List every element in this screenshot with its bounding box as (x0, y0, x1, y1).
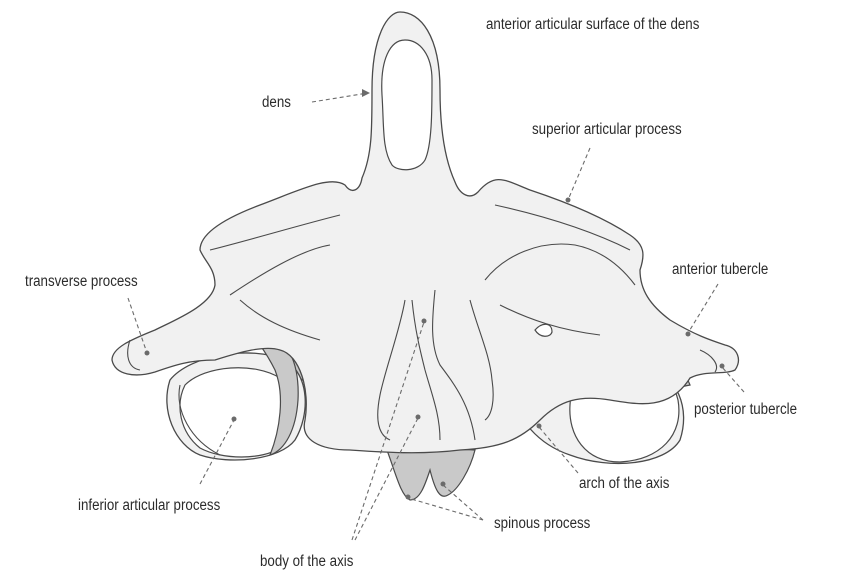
label-transverse-process: transverse process (25, 274, 138, 290)
dot-inferior-articular (232, 417, 237, 422)
leader-dens (312, 93, 368, 102)
dot-transverse (145, 351, 150, 356)
leader-superior-articular (568, 148, 590, 200)
label-anterior-articular-surface: anterior articular surface of the dens (486, 17, 699, 33)
leader-anterior-tubercle (688, 284, 718, 333)
dot-body-1 (422, 319, 427, 324)
label-posterior-tubercle: posterior tubercle (694, 402, 797, 418)
label-superior-articular-process: superior articular process (532, 122, 682, 138)
dot-superior-articular (566, 198, 571, 203)
leader-spinous-1 (408, 498, 483, 520)
dot-spinous-2 (441, 482, 446, 487)
leader-spinous-2 (443, 485, 483, 520)
arrow-dens (362, 89, 370, 97)
label-dens: dens (262, 95, 291, 111)
label-arch-of-the-axis: arch of the axis (579, 476, 669, 492)
dens-articular-surface (382, 40, 432, 170)
label-spinous-process: spinous process (494, 516, 590, 532)
dot-arch (537, 424, 542, 429)
label-inferior-articular-process: inferior articular process (78, 498, 220, 514)
spinous-process-shape (385, 445, 475, 500)
label-body-of-the-axis: body of the axis (260, 554, 353, 570)
dot-anterior-tubercle (686, 332, 691, 337)
dot-body-2 (416, 415, 421, 420)
label-anterior-tubercle: anterior tubercle (672, 262, 768, 278)
dot-posterior-tubercle (720, 364, 725, 369)
dot-spinous-1 (406, 495, 411, 500)
